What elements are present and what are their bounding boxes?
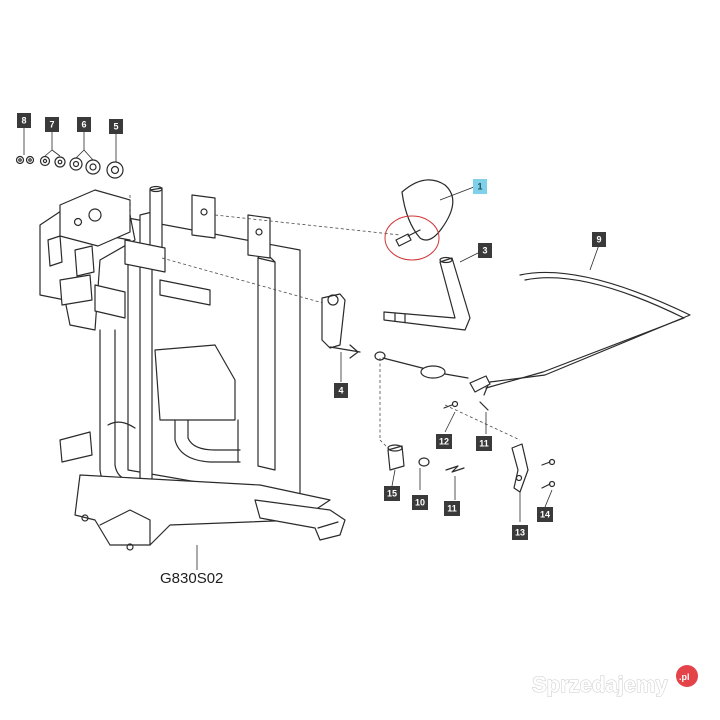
svg-text:12: 12 <box>439 437 449 447</box>
svg-text:13: 13 <box>515 528 525 538</box>
callout-11-upper: 11 <box>476 436 492 451</box>
callout-15: 15 <box>384 486 400 501</box>
watermark-tld: .pl <box>679 672 690 682</box>
shift-knob <box>401 179 454 241</box>
small-washers <box>15 155 124 179</box>
svg-text:1: 1 <box>477 182 482 192</box>
frame-assembly <box>39 185 346 551</box>
callout-7: 7 <box>45 117 59 132</box>
svg-text:14: 14 <box>540 510 550 520</box>
callout-11-lower: 11 <box>444 501 460 516</box>
callout-9: 9 <box>592 232 606 247</box>
watermark-brand: Sprzedajemy <box>532 672 668 697</box>
knob-screw-detail <box>384 215 440 261</box>
diagram-code: G830S02 <box>160 570 223 587</box>
svg-text:4: 4 <box>338 386 343 396</box>
svg-text:10: 10 <box>415 498 425 508</box>
svg-text:9: 9 <box>596 235 601 245</box>
callout-8: 8 <box>17 113 31 128</box>
bracket-13 <box>511 443 556 493</box>
lever-bracket <box>321 293 361 359</box>
callout-12: 12 <box>436 434 452 449</box>
cable <box>374 271 691 396</box>
svg-text:11: 11 <box>447 504 457 514</box>
callout-4: 4 <box>334 383 348 398</box>
svg-text:5: 5 <box>113 122 118 132</box>
svg-text:3: 3 <box>482 246 487 256</box>
watermark-badge <box>676 665 698 687</box>
callout-13: 13 <box>512 525 528 540</box>
svg-text:7: 7 <box>49 120 54 130</box>
callout-3: 3 <box>478 243 492 258</box>
shift-lever <box>383 256 471 331</box>
small-fittings <box>387 400 489 473</box>
svg-text:11: 11 <box>479 439 489 449</box>
callout-6: 6 <box>77 117 91 132</box>
callout-5: 5 <box>109 119 123 134</box>
callout-10: 10 <box>412 495 428 510</box>
callout-1: 1 <box>473 179 487 194</box>
watermark: Sprzedajemy .pl <box>532 665 698 698</box>
svg-text:15: 15 <box>387 489 397 499</box>
svg-text:6: 6 <box>81 120 86 130</box>
callout-14: 14 <box>537 507 553 522</box>
svg-text:8: 8 <box>21 116 26 126</box>
